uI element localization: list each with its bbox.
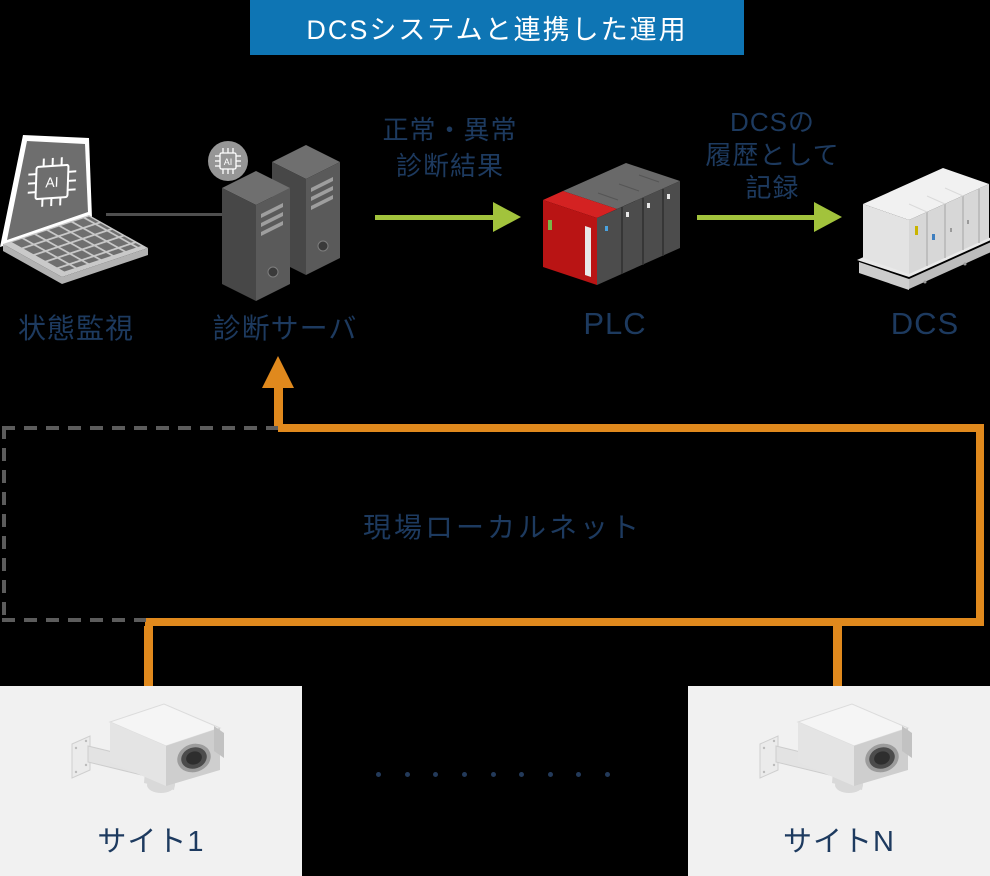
network-up-arrow-head <box>262 356 294 388</box>
plc-icon <box>543 163 680 285</box>
network-line-top <box>278 424 984 432</box>
dcs-rack-icon <box>857 168 990 290</box>
title-banner: DCSシステムと連携した運用 <box>250 0 744 55</box>
network-drop-site1 <box>144 626 153 686</box>
arrow2-label: DCSの 履歴として 記録 <box>705 107 840 203</box>
sites-ellipsis <box>376 772 610 777</box>
camera-icon <box>759 703 912 793</box>
arrow1-label: 正常・異常 診断結果 <box>382 115 518 181</box>
page-title: DCSシステムと連携した運用 <box>306 15 688 45</box>
monitor-label: 状態監視 <box>17 313 134 344</box>
ellipsis-dot <box>519 772 525 777</box>
arrow2-head <box>814 202 842 232</box>
laptop-keyboard <box>3 215 148 284</box>
network-line-right <box>976 424 984 624</box>
ellipsis-dot <box>490 772 496 777</box>
ellipsis-dot <box>433 772 439 777</box>
siteN-panel: サイトN <box>688 686 990 876</box>
dashed-border-top <box>2 426 278 430</box>
ellipsis-dot <box>461 772 467 777</box>
svg-text:AI: AI <box>45 174 59 191</box>
server-label: 診断サーバ <box>212 313 358 344</box>
arrow1-shaft <box>375 215 493 220</box>
arrow1-head <box>493 202 521 232</box>
laptop-ai-icon: AI <box>0 135 148 284</box>
camera-icon <box>71 703 224 793</box>
ellipsis-dot <box>576 772 582 777</box>
arrow2-shaft <box>697 215 814 220</box>
network-line-bottom <box>145 618 984 626</box>
camera-lens <box>177 743 211 773</box>
ai-chip-glyph: AI <box>27 157 77 207</box>
ai-badge-icon: AI <box>208 141 248 181</box>
site1-label: サイト1 <box>97 826 205 858</box>
ellipsis-dot <box>404 772 410 777</box>
monitor-server-connector <box>106 213 232 216</box>
plc-label: PLC <box>583 306 647 341</box>
site1-panel: サイト1 <box>0 686 302 876</box>
local-network-label: 現場ローカルネット <box>362 512 642 543</box>
dashed-border-left <box>2 426 6 622</box>
siteN-label: サイトN <box>783 826 895 858</box>
ellipsis-dot <box>547 772 553 777</box>
network-up-arrow-shaft <box>274 386 283 428</box>
dashed-border-bottom <box>2 618 146 622</box>
ellipsis-dot <box>376 772 381 777</box>
svg-text:AI: AI <box>224 157 233 167</box>
laptop-screen: AI <box>0 135 92 247</box>
network-drop-siteN <box>833 626 842 686</box>
camera-lens <box>865 743 899 773</box>
ellipsis-dot <box>605 772 610 777</box>
dcs-label: DCS <box>890 306 960 341</box>
server-towers-icon <box>222 145 340 301</box>
server-tower-front <box>222 171 290 301</box>
